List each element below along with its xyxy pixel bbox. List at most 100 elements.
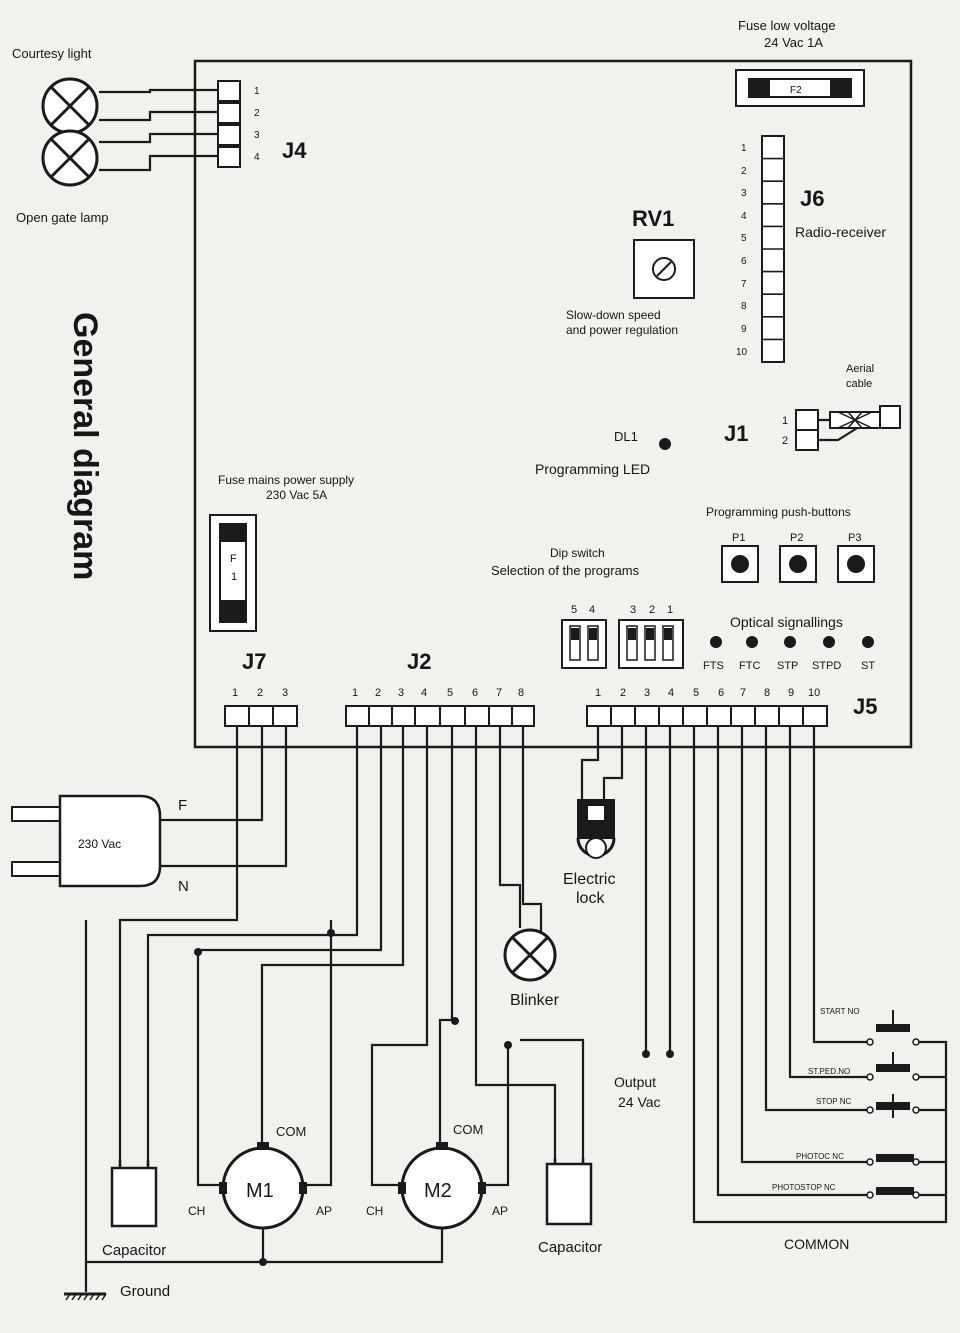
motor-m1: M1 [219, 1142, 307, 1230]
j6-sub-label: Radio-receiver [795, 224, 886, 240]
j5-connector [586, 705, 828, 727]
fuse-f1: F 1 [209, 514, 257, 632]
rv1-desc-line1: Slow-down speed [566, 308, 661, 322]
motor-m1-name: M1 [246, 1180, 274, 1202]
j6-pin-label: 8 [741, 301, 747, 312]
j7-pin-label: 3 [282, 687, 288, 699]
aerial-label-line2: cable [846, 378, 872, 390]
push-button-p1: P1 [721, 532, 759, 583]
blinker-lamp [503, 928, 557, 982]
j5-pin-label: 2 [620, 687, 626, 699]
dip-pin-label: 2 [649, 604, 655, 616]
fuse-f1-label: F [230, 553, 237, 565]
motor-m2-name: M2 [424, 1180, 452, 1202]
j7-pin-label: 1 [232, 687, 238, 699]
j2-pin-label: 7 [496, 687, 502, 699]
rv1-desc-line2: and power regulation [566, 323, 678, 337]
j4-pin-label: 4 [254, 152, 260, 163]
switch-photostop: PHOTOSTOP NC [772, 1183, 920, 1199]
j1-pin-label: 2 [782, 435, 788, 447]
aerial-label-line1: Aerial [846, 363, 874, 375]
capacitor-right [545, 1158, 593, 1226]
dip-pin-label: 5 [571, 604, 577, 616]
open-gate-lamp-label: Open gate lamp [16, 210, 109, 225]
rv1-label: RV1 [632, 206, 674, 231]
switch-label: STOP NC [816, 1097, 851, 1106]
j2-connector [345, 705, 535, 727]
led-label: FTC [739, 660, 760, 672]
motor-m1-com-label: COM [276, 1124, 306, 1139]
switch-stop: STOP NC [816, 1094, 920, 1118]
j5-pin-label: 7 [740, 687, 746, 699]
mains-plug: 230 Vac [11, 794, 162, 888]
led-label: STP [777, 660, 798, 672]
fuse-low-label: Fuse low voltage [738, 18, 836, 33]
dip-pin-label: 1 [667, 604, 673, 616]
j5-pin-label: 1 [595, 687, 601, 699]
j6-pin-label: 5 [741, 233, 747, 244]
motor-m1-ap-label: AP [316, 1204, 332, 1218]
j2-label: J2 [407, 649, 431, 674]
j5-pin-labels: 1 2 3 4 5 6 7 8 9 10 [595, 687, 820, 699]
dl1-led [659, 438, 671, 450]
j6-label: J6 [800, 186, 824, 211]
j1-connector: 1 2 [782, 409, 819, 451]
blinker-label: Blinker [510, 992, 560, 1009]
j4-pin-label: 3 [254, 130, 260, 141]
j6-pin-label: 6 [741, 256, 747, 267]
dip-switch-desc: Selection of the programs [491, 563, 640, 578]
optical-leds: FTS FTC STP STPD ST [703, 636, 875, 672]
j5-pin-label: 10 [808, 687, 820, 699]
dip-switch-bank-left [561, 619, 607, 669]
j2-pin-label: 3 [398, 687, 404, 699]
j6-pin-label: 10 [736, 347, 748, 358]
switch-start: START NO [820, 1007, 920, 1046]
j7-connector [224, 705, 298, 727]
switch-label: PHOTOC NC [796, 1152, 844, 1161]
push-button-p3: P3 [837, 532, 875, 583]
open-gate-lamp [41, 129, 99, 187]
j5-label: J5 [853, 694, 877, 719]
push-button-label: P1 [732, 532, 745, 544]
optical-signallings-label: Optical signallings [730, 614, 843, 630]
capacitor-right-label: Capacitor [538, 1239, 602, 1256]
led-label: ST [861, 660, 875, 672]
push-button-p2: P2 [779, 532, 817, 583]
j2-pin-label: 8 [518, 687, 524, 699]
common-label: COMMON [784, 1236, 849, 1252]
courtesy-light-lamp [41, 77, 99, 135]
output-label-line1: Output [614, 1074, 656, 1090]
j7-label: J7 [242, 649, 266, 674]
output-label-line2: 24 Vac [618, 1094, 661, 1110]
j4-pin-label: 1 [254, 86, 260, 97]
rv1-trimmer [633, 239, 695, 299]
j2-pin-label: 2 [375, 687, 381, 699]
j4-connector: 1 2 3 4 J4 [217, 80, 307, 168]
j2-pin-label: 4 [421, 687, 427, 699]
switch-label: START NO [820, 1007, 860, 1016]
j5-pin-label: 3 [644, 687, 650, 699]
switch-label: PHOTOSTOP NC [772, 1183, 836, 1192]
courtesy-light-label: Courtesy light [12, 46, 92, 61]
j2-pin-label: 5 [447, 687, 453, 699]
fuse-f2-label: F2 [790, 85, 802, 96]
j6-pin-label: 7 [741, 279, 747, 290]
j1-pin-label: 1 [782, 415, 788, 427]
programming-led-label: Programming LED [535, 461, 650, 477]
plug-voltage-label: 230 Vac [78, 837, 121, 851]
aerial-cable-connector [818, 405, 901, 442]
switch-st-ped: ST.PED.NO [808, 1052, 920, 1081]
motor-m2: M2 [398, 1142, 486, 1230]
motor-m2-com-label: COM [453, 1122, 483, 1137]
fuse-mains-label: Fuse mains power supply [218, 473, 354, 487]
ground-symbol [64, 1292, 107, 1301]
motor-m2-ap-label: AP [492, 1204, 508, 1218]
dl1-label: DL1 [614, 429, 638, 444]
j5-pin-label: 6 [718, 687, 724, 699]
j6-pin-label: 3 [741, 188, 747, 199]
push-button-label: P2 [790, 532, 803, 544]
dip-pin-label: 3 [630, 604, 636, 616]
j2-pin-label: 6 [472, 687, 478, 699]
j6-connector: 1 2 3 4 5 6 7 8 9 10 J6 Radio-receiver [736, 135, 886, 363]
